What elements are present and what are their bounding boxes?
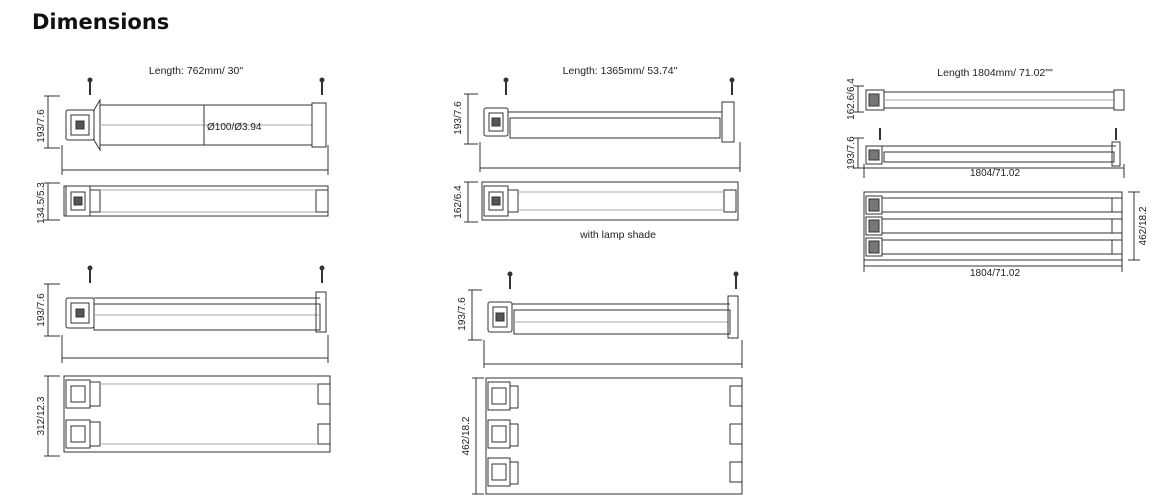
top-view-1804-triple xyxy=(863,191,1140,272)
height-label-1365-d: 462/18.2 xyxy=(461,416,472,455)
column-762mm: Length: 762mm/ 30" 193/7.6 Ø100/Ø3.94 xyxy=(36,65,331,457)
height-label-1804-c: 462/18.2 xyxy=(1138,206,1149,245)
diameter-label-762: Ø100/Ø3.94 xyxy=(207,122,262,133)
top-view-762-double xyxy=(44,375,331,457)
side-view-1804-a xyxy=(854,85,1125,113)
page-title: Dimensions xyxy=(32,10,170,34)
height-label-1365-a: 193/7.6 xyxy=(453,101,464,135)
height-label-762-d: 312/12.3 xyxy=(36,396,47,435)
height-label-762-c: 193/7.6 xyxy=(36,293,47,327)
height-label-1804-b: 193/7.6 xyxy=(846,136,857,170)
length-label-1804: Length 1804mm/ 71.02"" xyxy=(937,67,1053,79)
height-label-1365-c: 193/7.6 xyxy=(457,297,468,331)
lamp-shade-note: with lamp shade xyxy=(579,229,656,241)
height-label-1804-a: 162.6/6.4 xyxy=(846,78,857,120)
height-label-762-b: 134.5/5.3 xyxy=(36,182,47,224)
width-label-1804-a: 1804/71.02 xyxy=(970,168,1020,179)
top-view-1365-triple xyxy=(472,377,743,495)
side-view-762-a xyxy=(44,77,329,175)
top-view-1365 xyxy=(464,181,739,223)
column-1804mm: Length 1804mm/ 71.02"" 162.6/6.4 193/7.6… xyxy=(846,67,1149,279)
side-view-762-b xyxy=(44,265,329,363)
side-view-1365-a xyxy=(464,77,741,172)
side-view-1804-b xyxy=(854,128,1125,178)
top-view-762 xyxy=(44,182,329,221)
column-1365mm: Length: 1365mm/ 53.74" 193/7.6 xyxy=(453,65,743,495)
length-label-762: Length: 762mm/ 30" xyxy=(149,65,243,77)
height-label-1365-b: 162/6.4 xyxy=(453,185,464,219)
width-label-1804-b: 1804/71.02 xyxy=(970,268,1020,279)
length-label-1365: Length: 1365mm/ 53.74" xyxy=(563,65,678,77)
height-label-762-a: 193/7.6 xyxy=(36,109,47,143)
side-view-1365-b xyxy=(468,271,743,368)
